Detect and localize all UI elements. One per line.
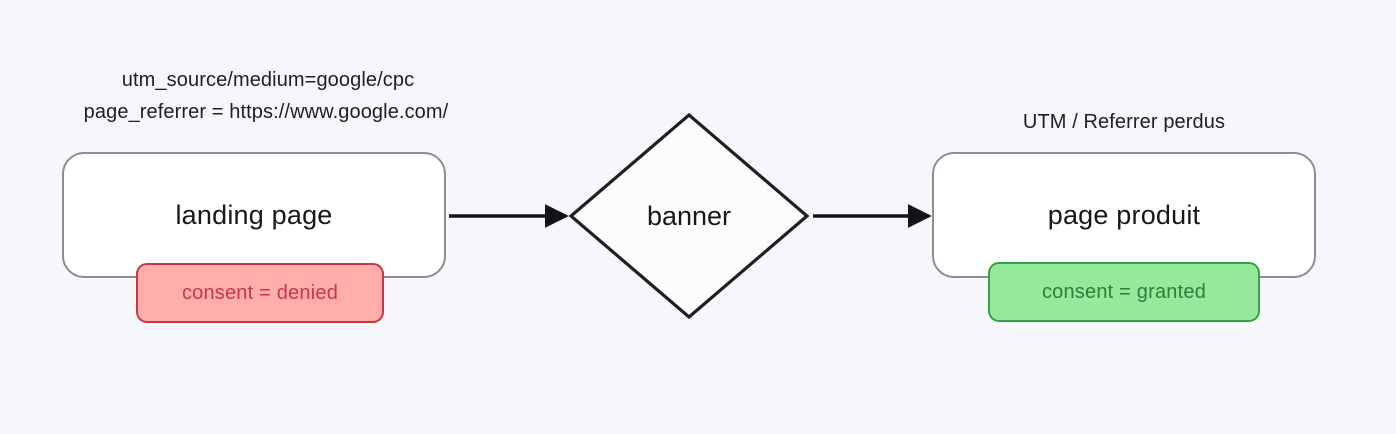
node-landing-page-label: landing page <box>175 199 333 230</box>
node-banner-label: banner <box>646 200 732 231</box>
node-page-produit-label: page produit <box>1047 199 1201 230</box>
badge-consent-granted[interactable]: consent = granted <box>988 262 1260 322</box>
badge-consent-denied[interactable]: consent = denied <box>136 263 384 323</box>
annotation-left: utm_source/medium=google/cpc page_referr… <box>44 64 488 128</box>
diamond-shape <box>568 112 810 320</box>
annotation-left-line-1: utm_source/medium=google/cpc <box>121 69 415 91</box>
annotation-right: UTM / Referrer perdus <box>1022 111 1226 133</box>
node-banner[interactable]: banner <box>568 112 810 320</box>
node-landing-page[interactable]: landing page <box>62 152 446 278</box>
node-page-produit[interactable]: page produit <box>932 152 1316 278</box>
annotation-left-line-2: page_referrer = https://www.google.com/ <box>83 101 449 123</box>
